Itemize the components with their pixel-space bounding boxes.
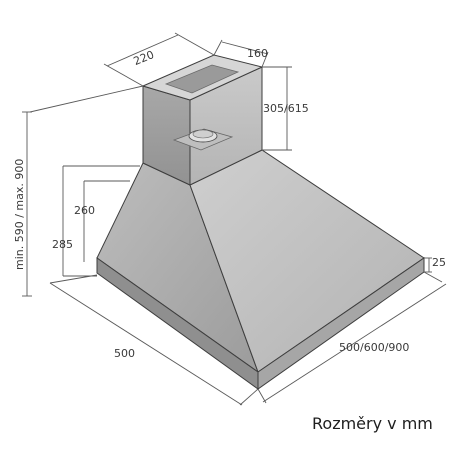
label-duct-width: 220 [132, 48, 156, 68]
label-rim-height: 25 [432, 256, 446, 269]
chimney-duct [141, 54, 264, 186]
label-hood-height: 285 [52, 238, 73, 251]
hood-body [96, 149, 425, 390]
label-duct-depth: 160 [247, 47, 268, 60]
label-hood-width: 500/600/900 [339, 341, 409, 354]
label-duct-height: 305/615 [263, 102, 309, 115]
dimension-lines [22, 32, 447, 406]
label-total-height: min. 590 / max. 900 [13, 159, 26, 270]
dimension-labels: 220 160 305/615 min. 590 / max. 900 260 … [13, 47, 446, 360]
label-hood-depth: 500 [114, 347, 135, 360]
units-caption: Rozměry v mm [312, 414, 433, 433]
duct-opening [164, 64, 240, 94]
label-hood-inner-height: 260 [74, 204, 95, 217]
